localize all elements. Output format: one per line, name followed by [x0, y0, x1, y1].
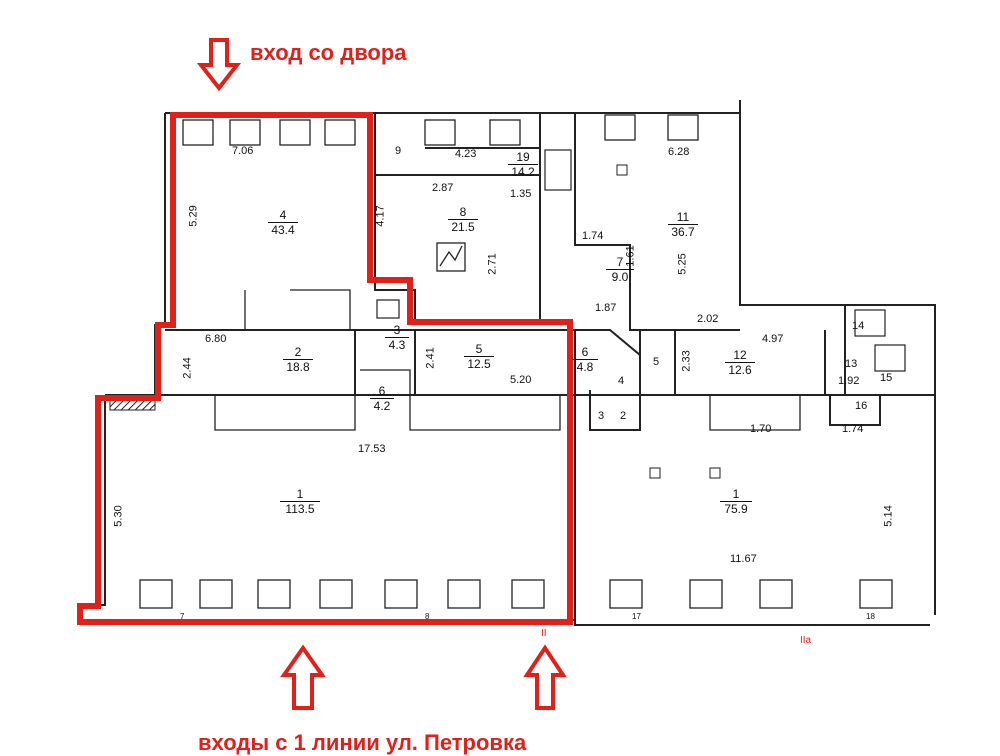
- dim-5-25: 5.25: [676, 253, 689, 275]
- arrow-up-street-right: [523, 644, 567, 710]
- room-13-label: 13: [845, 358, 858, 370]
- dim-2-44: 2.44: [181, 357, 194, 379]
- dim-2-71: 2.71: [486, 253, 499, 275]
- dim-5-29: 5.29: [187, 205, 200, 227]
- toilet-icons: [376, 149, 906, 372]
- axis-mark-IIa: IIa: [800, 635, 812, 646]
- axis-mark-8: 8: [425, 612, 430, 621]
- arrow-up-street-left: [280, 644, 326, 710]
- axis-mark-7: 7: [180, 612, 185, 621]
- room-2b-label: 2: [620, 410, 627, 422]
- dim-17-53: 17.53: [358, 443, 386, 455]
- entrance-street-label: входы с 1 линии ул. Петровка: [198, 730, 527, 755]
- dim-1-70: 1.70: [750, 423, 772, 435]
- windows-bottom: [139, 579, 893, 609]
- room-3b-label: 3: [598, 410, 605, 422]
- dim-1-87: 1.87: [595, 302, 617, 314]
- dim-2-41: 2.41: [424, 347, 437, 369]
- entrance-yard-label: вход со двора: [250, 40, 407, 65]
- room-9-label: 9: [395, 145, 402, 157]
- dim-11-67: 11.67: [730, 553, 757, 565]
- dim-1-61: 1.61: [624, 245, 637, 267]
- dim-5-20: 5.20: [510, 374, 532, 386]
- dim-4-23: 4.23: [455, 148, 477, 160]
- ventilation-icon: [436, 242, 466, 272]
- dim-1-74b: 1.74: [842, 423, 864, 435]
- axis-mark-18: 18: [866, 612, 875, 621]
- dim-5-30: 5.30: [112, 505, 125, 527]
- dim-1-92: 1.92: [838, 375, 860, 387]
- dim-1-74: 1.74: [582, 230, 604, 242]
- windows-top: [182, 114, 699, 146]
- room-14-label: 14: [852, 320, 865, 332]
- room-15-label: 15: [880, 372, 893, 384]
- dim-6-28: 6.28: [668, 146, 690, 158]
- room-5b-label: 5: [653, 356, 660, 368]
- outlet-markers: [616, 164, 721, 479]
- axis-mark-17: 17: [632, 612, 641, 621]
- dim-2-87: 2.87: [432, 182, 454, 194]
- highlight-boundary: [77, 112, 573, 625]
- dim-4-97: 4.97: [762, 333, 784, 345]
- dim-2-33: 2.33: [680, 350, 693, 372]
- dim-6-80: 6.80: [205, 333, 227, 345]
- room-16-label: 16: [855, 400, 868, 412]
- axis-mark-II: II: [541, 628, 547, 639]
- partitions: [214, 289, 801, 431]
- dim-5-14: 5.14: [882, 505, 895, 527]
- dim-2-02: 2.02: [697, 313, 719, 325]
- dim-7-06: 7.06: [232, 145, 254, 157]
- dim-1-35: 1.35: [510, 188, 532, 200]
- arrow-down-yard: [196, 38, 242, 92]
- dim-4-17: 4.17: [374, 205, 387, 227]
- room-4b-label: 4: [618, 375, 625, 387]
- walls: [80, 100, 936, 626]
